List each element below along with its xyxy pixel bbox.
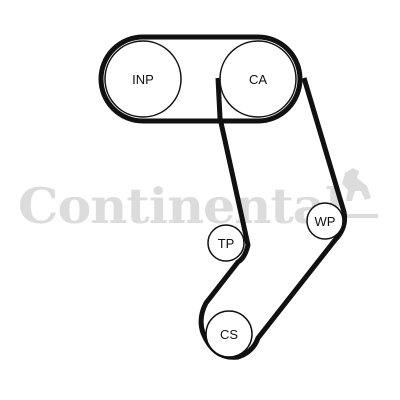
pulley-cs-outline [205, 310, 253, 358]
pulley-inp-outline [104, 40, 182, 118]
pulley-inp: INP [104, 40, 182, 118]
pulley-tp: TP [207, 224, 245, 262]
pulley-cs: CS [205, 310, 253, 358]
pulley-ca-label: CA [249, 72, 267, 87]
belt-upper-loop [98, 34, 303, 124]
watermark-logo: Continental [18, 168, 378, 235]
pulley-ca-outline [219, 40, 297, 118]
pulley-wp-label: WP [315, 214, 336, 229]
pulley-ca: CA [219, 40, 297, 118]
pulley-tp-label: TP [218, 236, 235, 251]
watermark-brand: Continental [18, 177, 343, 235]
horse-emblem-icon [338, 168, 378, 218]
pulley-cs-label: CS [220, 327, 238, 342]
pulley-wp: WP [306, 202, 344, 240]
pulley-wp-outline [306, 202, 344, 240]
pulley-tp-outline [207, 224, 245, 262]
pulley-inp-label: INP [132, 72, 154, 87]
